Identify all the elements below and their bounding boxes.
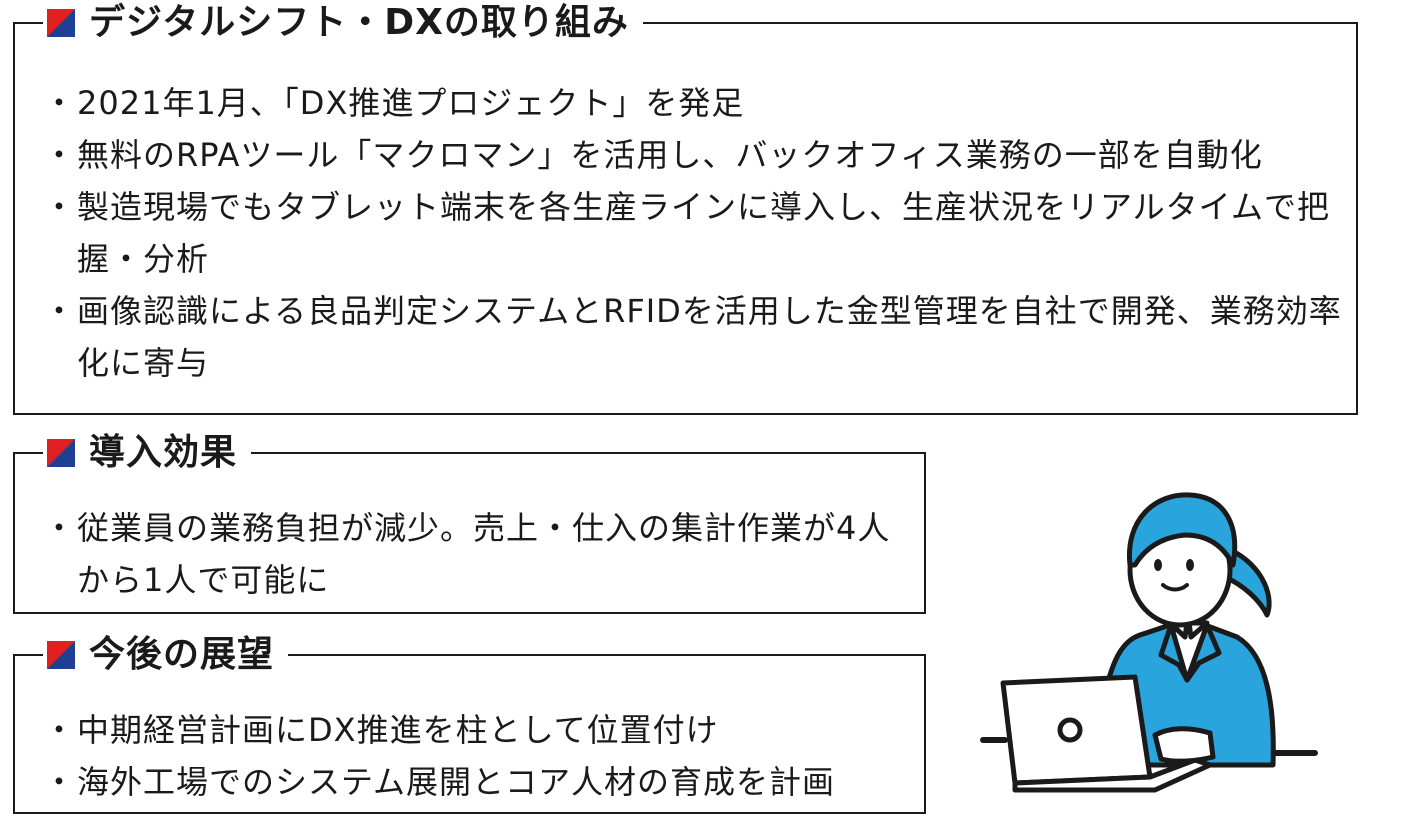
section-mark-icon xyxy=(47,9,75,37)
introduction-effect-title: 導入効果 xyxy=(89,432,238,473)
dx-initiatives-header: デジタルシフト・DXの取り組み xyxy=(43,0,643,48)
list-item: 製造現場でもタブレット端末を各生産ラインに導入し、生産状況をリアルタイムで把握・… xyxy=(29,181,1342,285)
list-item: 中期経営計画にDX推進を柱として位置付け xyxy=(29,704,914,756)
list-item: 無料のRPAツール「マクロマン」を活用し、バックオフィス業務の一部を自動化 xyxy=(29,129,1342,181)
dx-initiatives-list: 2021年1月、「DX推進プロジェクト」を発足 無料のRPAツール「マクロマン」… xyxy=(29,77,1342,389)
section-mark-icon xyxy=(47,641,75,669)
section-mark-icon xyxy=(47,439,75,467)
introduction-effect-panel: 導入効果 従業員の業務負担が減少。売上・仕入の集計作業が4人から1人で可能に xyxy=(13,428,926,614)
list-item: 海外工場でのシステム展開とコア人材の育成を計画 xyxy=(29,756,914,808)
future-outlook-header: 今後の展望 xyxy=(43,630,289,680)
introduction-effect-header: 導入効果 xyxy=(43,428,252,478)
list-item: 画像認識による良品判定システムとRFIDを活用した金型管理を自社で開発、業務効率… xyxy=(29,285,1342,389)
list-item: 従業員の業務負担が減少。売上・仕入の集計作業が4人から1人で可能に xyxy=(29,502,914,606)
list-item: 2021年1月、「DX推進プロジェクト」を発足 xyxy=(29,77,1342,129)
dx-initiatives-panel: デジタルシフト・DXの取り組み 2021年1月、「DX推進プロジェクト」を発足 … xyxy=(13,0,1358,415)
future-outlook-panel: 今後の展望 中期経営計画にDX推進を柱として位置付け 海外工場でのシステム展開と… xyxy=(13,630,926,814)
woman-using-laptop-icon xyxy=(980,492,1318,793)
future-outlook-list: 中期経営計画にDX推進を柱として位置付け 海外工場でのシステム展開とコア人材の育… xyxy=(29,704,914,808)
future-outlook-title: 今後の展望 xyxy=(89,634,275,675)
introduction-effect-list: 従業員の業務負担が減少。売上・仕入の集計作業が4人から1人で可能に xyxy=(29,502,914,606)
dx-initiatives-title: デジタルシフト・DXの取り組み xyxy=(89,2,629,43)
